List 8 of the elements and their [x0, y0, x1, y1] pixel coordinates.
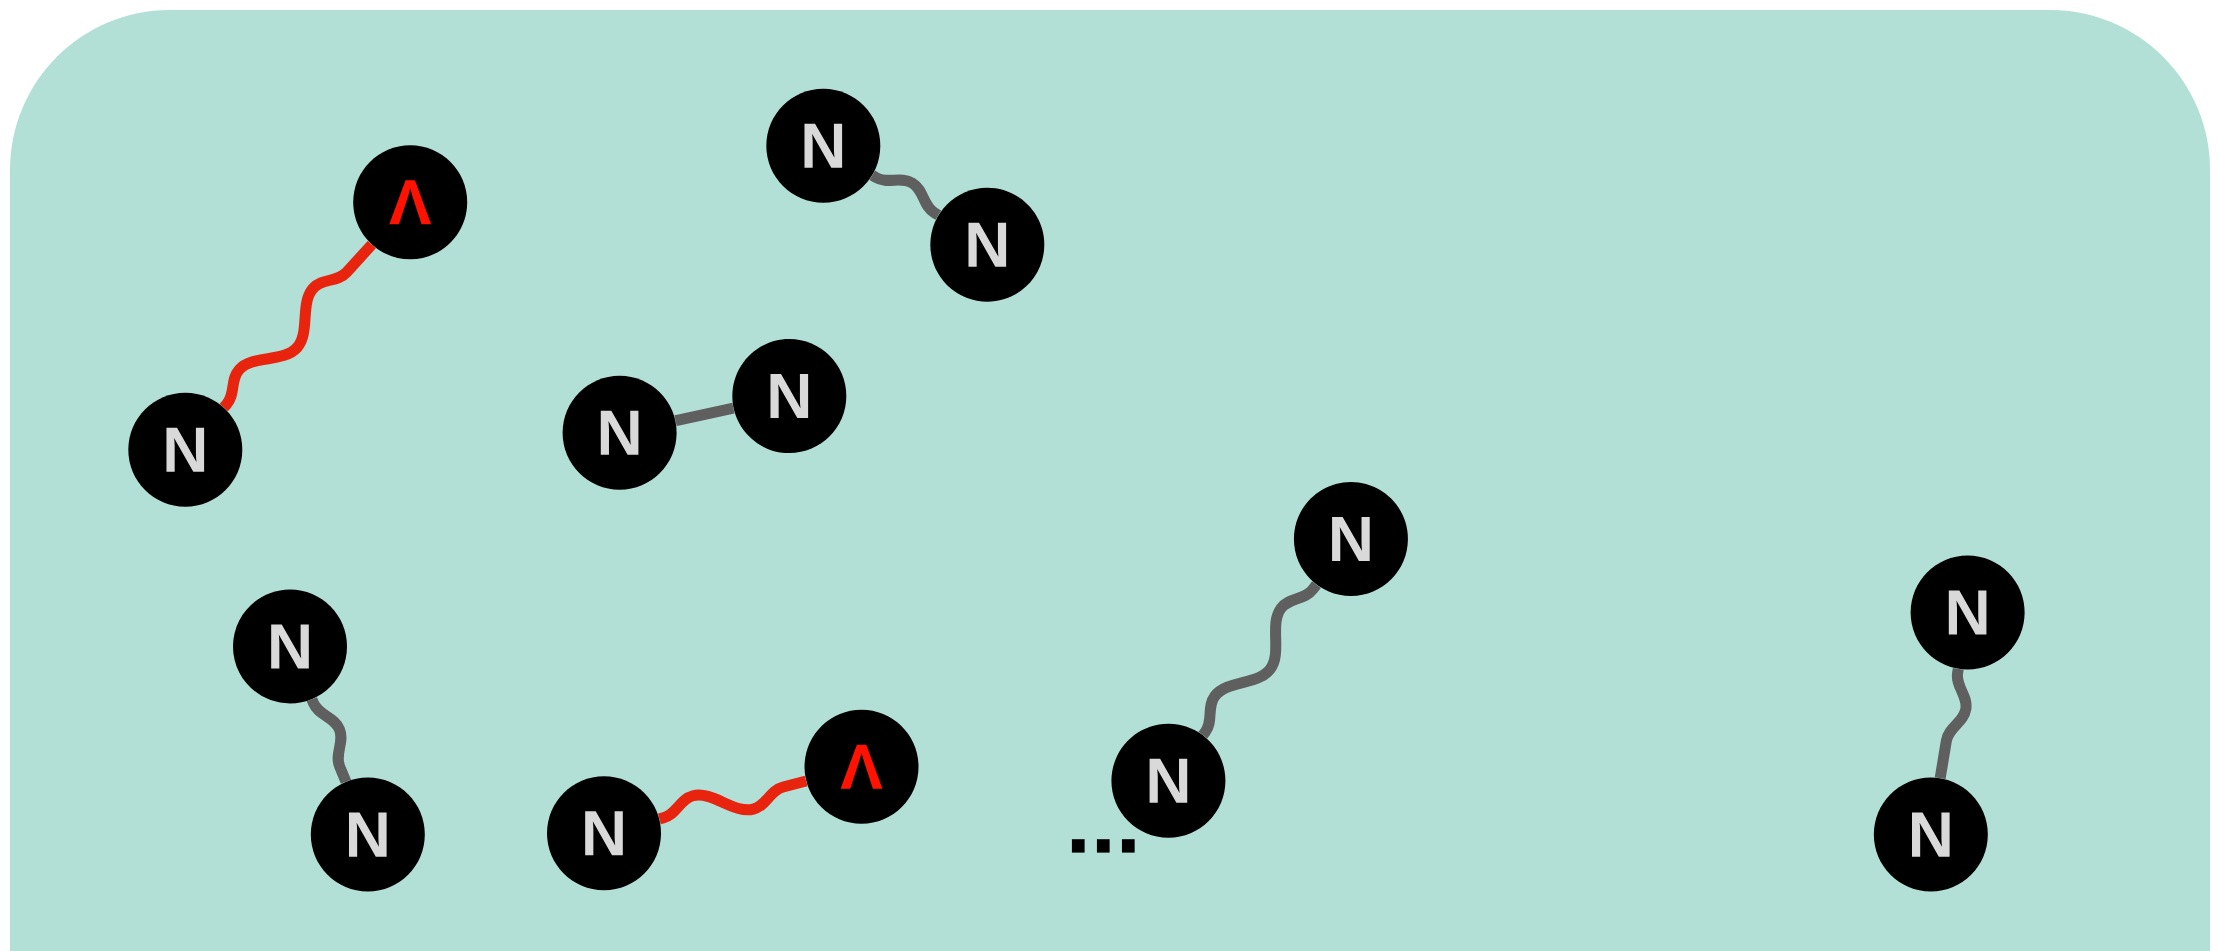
ellipsis: ... [1071, 839, 1135, 853]
wavy-line [219, 240, 376, 412]
wavy-line [673, 402, 735, 427]
wavy-line [1198, 581, 1321, 739]
wavy-line [657, 775, 808, 825]
wavy-line [1934, 667, 1972, 780]
wavy-line [306, 697, 352, 784]
wavy-line [869, 170, 942, 220]
